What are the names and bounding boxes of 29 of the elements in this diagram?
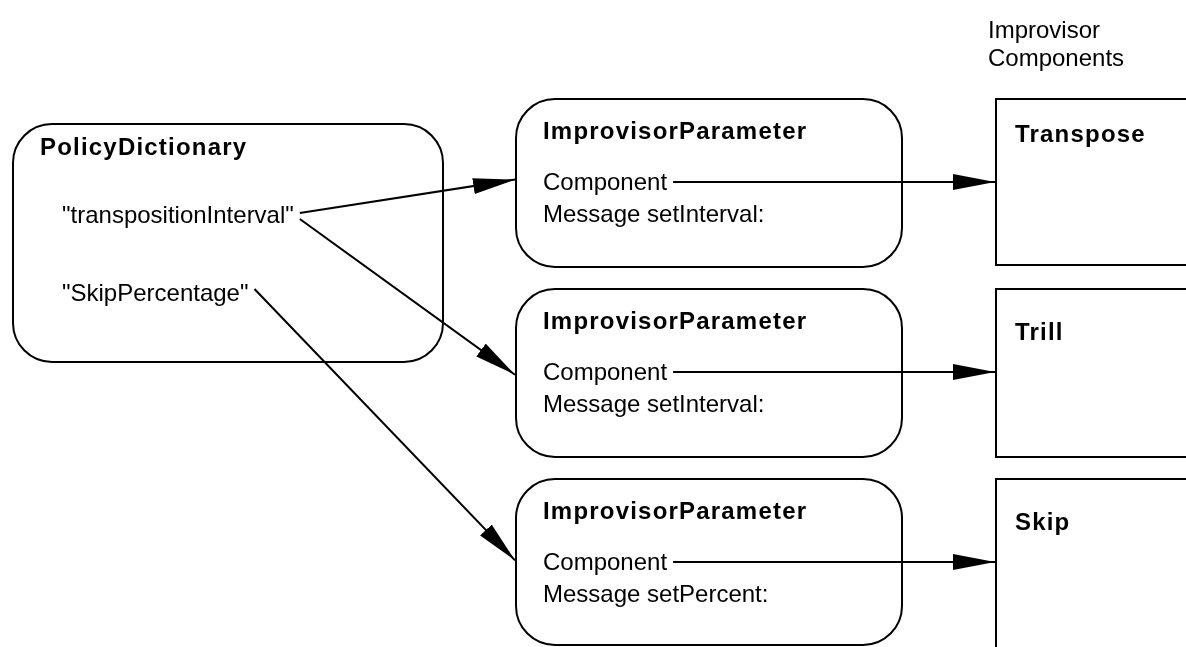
message-label: Message setInterval:	[543, 390, 765, 418]
field-label: Component	[543, 168, 668, 196]
dictionary-box	[12, 123, 444, 363]
heading: ImprovisorParameter	[543, 307, 808, 335]
arrow	[298, 218, 516, 376]
field-label: Component	[543, 548, 668, 576]
heading: Transpose	[1015, 120, 1146, 148]
arrow	[672, 364, 996, 380]
heading: Trill	[1015, 318, 1064, 346]
message-label: Message setInterval:	[543, 200, 765, 228]
heading: Skip	[1015, 508, 1071, 536]
component-box	[995, 98, 1186, 266]
parameter-box	[515, 288, 903, 458]
arrow	[672, 554, 996, 570]
component-box	[995, 288, 1186, 458]
arrow	[298, 178, 516, 214]
column-heading: Improvisor Components	[988, 16, 1126, 72]
field-label: Component	[543, 358, 668, 386]
message-label: Message setPercent:	[543, 580, 769, 608]
heading: ImprovisorParameter	[543, 497, 808, 525]
dictionary-key: "transpositionInterval"	[62, 201, 294, 229]
arrow	[672, 174, 996, 190]
heading: PolicyDictionary	[40, 133, 248, 161]
dictionary-key: "SkipPercentage"	[62, 279, 249, 307]
parameter-box	[515, 98, 903, 268]
component-box	[995, 478, 1186, 647]
parameter-box	[515, 478, 903, 646]
arrow	[253, 288, 516, 562]
heading: ImprovisorParameter	[543, 117, 808, 145]
